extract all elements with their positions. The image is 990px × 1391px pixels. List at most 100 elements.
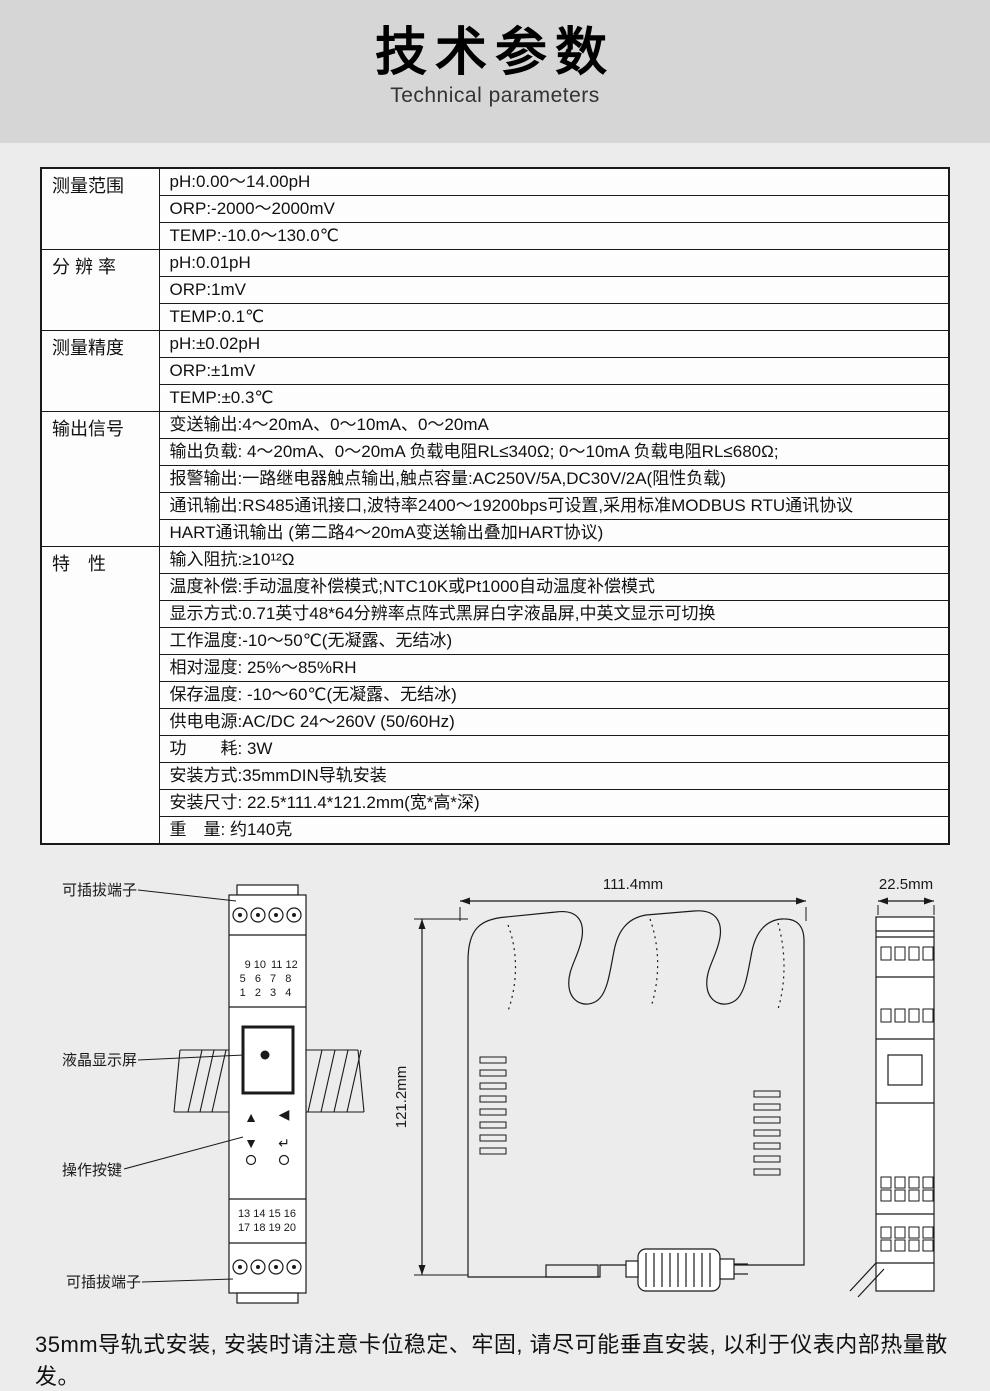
table-row: 显示方式:0.71英寸48*64分辨率点阵式黑屏白字液晶屏,中英文显示可切换 — [41, 600, 950, 628]
spec-line: 功 耗: 3W — [158, 735, 950, 763]
dimension-depth-label: 22.5mm — [879, 876, 933, 893]
dimension-width-label: 111.4mm — [603, 876, 663, 893]
callout-leader-line — [137, 889, 237, 902]
page-title: 技术参数 — [374, 24, 615, 82]
front-view — [228, 884, 307, 1304]
hatch-dashed — [777, 922, 785, 1010]
installation-drawing: 9 10 11 12 5 6 7 8 1 2 3 4 ▲ ◀ ▼ ↵ 13 14… — [62, 876, 935, 1304]
spec-label-resolution: 分 辨 率 — [40, 249, 160, 331]
spec-line: ORP:±1mV — [158, 357, 950, 385]
table-row: 报警输出:一路继电器触点输出,触点容量:AC250V/5A,DC30V/2A(阻… — [41, 465, 950, 493]
table-row: ORP:-2000～2000mV — [41, 195, 950, 223]
spec-line: 供电电源:AC/DC 24～260V (50/60Hz) — [158, 708, 950, 736]
table-row: 温度补偿:手动温度补偿模式;NTC10K或Pt1000自动温度补偿模式 — [41, 573, 950, 601]
installation-note: 35mm导轨式安装, 安装时请注意卡位稳定、牢固, 请尽可能垂直安装, 以利于仪… — [35, 1332, 948, 1389]
down-arrow-icon: ▼ — [244, 1135, 258, 1151]
spec-label-accuracy: 测量精度 — [40, 330, 160, 412]
table-row: TEMP:±0.3℃ — [41, 384, 950, 412]
rail-edge — [857, 1268, 885, 1298]
table-row: ORP:±1mV — [41, 357, 950, 385]
vent-slots-left — [479, 1056, 507, 1155]
lcd-screen — [241, 1025, 295, 1095]
table-row: HART通讯输出 (第二路4～20mA变送输出叠加HART协议) — [41, 519, 950, 547]
callouts: 可插拔端子 液晶显示屏 操作按键 可插拔端子 — [62, 882, 245, 1291]
end-terminal-row-2 — [880, 1008, 934, 1023]
callout-top-terminal: 可插拔端子 — [62, 882, 137, 899]
up-arrow-icon: ▲ — [244, 1109, 258, 1125]
table-row: 功 耗: 3W — [41, 735, 950, 763]
end-terminal-grid-1 — [880, 1176, 934, 1202]
spec-line: 输出负载: 4～20mA、0～20mA 负载电阻RL≤340Ω; 0～10mA … — [158, 438, 950, 466]
side-profile-outline — [467, 910, 805, 1278]
hatch-dashed — [649, 918, 659, 1008]
dimension-height-label: 121.2mm — [393, 1066, 410, 1129]
bottom-cap — [236, 1292, 299, 1304]
table-row: 输出负载: 4～20mA、0～20mA 负载电阻RL≤340Ω; 0～10mA … — [41, 438, 950, 466]
spec-line: 温度补偿:手动温度补偿模式;NTC10K或Pt1000自动温度补偿模式 — [158, 573, 950, 601]
left-arrow-icon: ◀ — [279, 1106, 290, 1122]
terminal-numbers-top-black: 11 12 — [271, 959, 298, 971]
table-row: 供电电源:AC/DC 24～260V (50/60Hz) — [41, 708, 950, 736]
spec-line: 通讯输出:RS485通讯接口,波特率2400～19200bps可设置,采用标准M… — [158, 492, 950, 520]
table-row: ORP:1mV — [41, 276, 950, 304]
spec-label-features: 特 性 — [40, 546, 160, 845]
spec-line: TEMP:0.1℃ — [158, 303, 950, 331]
front-view-labels: 9 10 11 12 5 6 7 8 1 2 3 4 ▲ ◀ ▼ ↵ 13 14… — [238, 959, 298, 1234]
bottom-terminal-screws — [232, 1259, 302, 1275]
table-row: 工作温度:-10～50℃(无凝露、无结冰) — [41, 627, 950, 655]
dimension-depth: 22.5mm — [877, 876, 935, 915]
top-terminal-screws — [232, 907, 302, 923]
header-banner: 技术参数 Technical parameters — [0, 0, 990, 143]
spec-table: 测量范围 pH:0.00～14.00pH ORP:-2000～2000mV TE… — [40, 167, 950, 845]
spec-line: TEMP:±0.3℃ — [158, 384, 950, 412]
table-row: 保存温度: -10～60℃(无凝露、无结冰) — [41, 681, 950, 709]
table-row: 分 辨 率 pH:0.01pH — [40, 249, 950, 331]
lcd-dot — [260, 1050, 270, 1060]
terminal-numbers-row2: 5 6 7 8 — [240, 973, 295, 985]
vent-slots-right — [753, 1090, 781, 1176]
terminal-numbers-bottom-2: 17 18 19 20 — [238, 1222, 296, 1234]
table-row: 特 性 输入阻抗:≥10¹²Ω — [40, 546, 950, 845]
dimension-width: 111.4mm — [459, 876, 807, 921]
callout-leader-line — [123, 1136, 244, 1170]
table-row: 通讯输出:RS485通讯接口,波特率2400～19200bps可设置,采用标准M… — [41, 492, 950, 520]
label-window — [887, 1054, 923, 1086]
end-view — [849, 916, 935, 1298]
terminal-numbers-row3: 1 2 3 4 — [240, 987, 295, 999]
hatch-dashed — [507, 924, 517, 1012]
terminal-plug — [625, 1248, 748, 1292]
top-cap — [236, 884, 299, 896]
enter-key-icon: ↵ — [278, 1135, 290, 1151]
table-row: 测量精度 pH:±0.02pH — [40, 330, 950, 412]
spec-line: pH:±0.02pH — [158, 330, 950, 358]
button-circle-left — [245, 1154, 257, 1166]
callout-leader-line — [137, 1054, 245, 1061]
table-row: 重 量: 约140克 — [41, 816, 950, 845]
end-terminal-row-1 — [880, 946, 934, 961]
rail-edge — [849, 1262, 877, 1292]
table-row: 安装尺寸: 22.5*111.4*121.2mm(宽*高*深) — [41, 789, 950, 817]
side-view — [467, 910, 805, 1292]
spec-line: TEMP:-10.0～130.0℃ — [158, 222, 950, 250]
spec-line: 重 量: 约140克 — [158, 816, 950, 845]
spec-line: HART通讯输出 (第二路4～20mA变送输出叠加HART协议) — [158, 519, 950, 547]
spec-line: 报警输出:一路继电器触点输出,触点容量:AC250V/5A,DC30V/2A(阻… — [158, 465, 950, 493]
table-row: 输出信号 变送输出:4～20mA、0～10mA、0～20mA — [40, 411, 950, 547]
page-subtitle: Technical parameters — [390, 84, 600, 107]
spec-line: 输入阻抗:≥10¹²Ω — [158, 546, 950, 574]
spec-line: 相对湿度: 25%～85%RH — [158, 654, 950, 682]
terminal-numbers-bottom-1: 13 14 15 16 — [238, 1208, 296, 1220]
spec-line: 保存温度: -10～60℃(无凝露、无结冰) — [158, 681, 950, 709]
callout-leader-line — [141, 1278, 234, 1283]
spec-label-output-signal: 输出信号 — [40, 411, 160, 547]
spec-line: pH:0.00～14.00pH — [158, 167, 950, 196]
table-row: 安装方式:35mmDIN导轨安装 — [41, 762, 950, 790]
installation-diagram: 9 10 11 12 5 6 7 8 1 2 3 4 ▲ ◀ ▼ ↵ 13 14… — [40, 859, 950, 1319]
spec-label-measure-range: 测量范围 — [40, 167, 160, 250]
end-terminal-grid-2 — [880, 1226, 934, 1252]
spec-line: pH:0.01pH — [158, 249, 950, 277]
table-row: TEMP:-10.0～130.0℃ — [41, 222, 950, 250]
dimension-height: 121.2mm — [393, 918, 468, 1276]
table-row: 相对湿度: 25%～85%RH — [41, 654, 950, 682]
